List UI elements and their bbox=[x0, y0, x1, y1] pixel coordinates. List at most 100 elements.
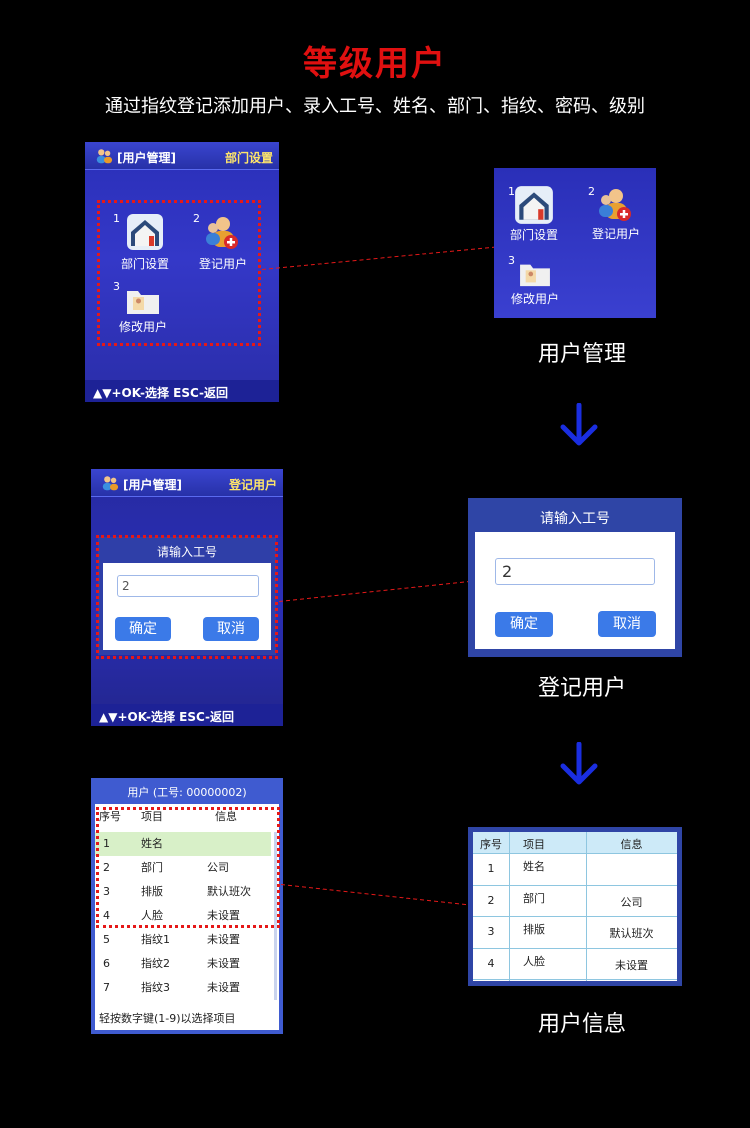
users-icon bbox=[96, 149, 113, 164]
row-item: 部门 bbox=[523, 891, 545, 905]
row-value: 未设置 bbox=[207, 957, 240, 970]
folder-icon bbox=[127, 291, 159, 314]
cancel-button[interactable]: 取消 bbox=[598, 611, 656, 637]
caption-user-management: 用户管理 bbox=[537, 342, 626, 367]
page-subtitle: 通过指纹登记添加用户、录入工号、姓名、部门、指纹、密码、级别 bbox=[105, 96, 645, 117]
row-item: 指纹3 bbox=[141, 981, 170, 994]
column-divider bbox=[586, 832, 587, 981]
house-icon bbox=[127, 214, 163, 250]
header-current-item: 部门设置 bbox=[224, 151, 273, 165]
menu-item-label: 修改用户 bbox=[510, 292, 559, 306]
row-number: 3 bbox=[103, 885, 110, 898]
menu-item-department-settings[interactable]: 部门设置 bbox=[115, 212, 175, 272]
screen-footer-hint: ▲▼+OK-选择 ESC-返回 bbox=[85, 380, 279, 402]
highlight-frame bbox=[96, 807, 280, 928]
employee-id-dialog: 请输入工号 2 确定 取消 bbox=[98, 537, 276, 655]
scrollbar[interactable] bbox=[274, 832, 277, 1000]
column-divider bbox=[509, 832, 510, 981]
column-header: 序号 bbox=[480, 838, 502, 851]
table-row[interactable]: 1 姓名 bbox=[473, 854, 677, 886]
caption-register-user: 登记用户 bbox=[537, 676, 626, 701]
table-row[interactable]: 2 部门 公司 bbox=[95, 856, 271, 880]
row-value: 未设置 bbox=[207, 981, 240, 994]
item-number: 3 bbox=[113, 280, 120, 293]
row-value: 公司 bbox=[207, 861, 229, 874]
menu-item-department-settings[interactable]: 部门设置 bbox=[506, 184, 562, 243]
row-item: 指纹1 bbox=[141, 933, 170, 946]
cancel-button[interactable]: 取消 bbox=[203, 617, 259, 641]
connector-line bbox=[278, 578, 491, 602]
item-number: 1 bbox=[508, 185, 515, 198]
menu-item-label: 登记用户 bbox=[198, 257, 247, 271]
down-arrow-icon bbox=[560, 403, 598, 446]
row-number: 6 bbox=[103, 957, 110, 970]
employee-id-input[interactable]: 2 bbox=[495, 558, 655, 585]
menu-item-label: 修改用户 bbox=[118, 320, 167, 334]
row-item: 排版 bbox=[523, 923, 545, 936]
menu-item-register-user[interactable]: 登记用户 bbox=[193, 212, 253, 272]
menu-item-label: 部门设置 bbox=[509, 228, 558, 242]
table-row[interactable]: 5 指纹1 未设置 bbox=[95, 928, 271, 952]
connector-line bbox=[280, 884, 470, 906]
row-number: 2 bbox=[103, 861, 110, 874]
folder-icon bbox=[520, 264, 550, 287]
row-item: 人脸 bbox=[141, 909, 163, 922]
confirm-button[interactable]: 确定 bbox=[115, 617, 171, 641]
add-user-icon bbox=[206, 217, 238, 249]
row-value: 未设置 bbox=[207, 933, 240, 946]
row-value: 未设置 bbox=[615, 958, 648, 972]
row-number: 4 bbox=[487, 956, 495, 970]
caption-user-info: 用户信息 bbox=[537, 1012, 626, 1037]
footer-hint: 轻按数字键(1-9)以选择项目 bbox=[99, 1012, 236, 1025]
column-header: 信息 bbox=[620, 838, 643, 851]
row-item: 部门 bbox=[141, 861, 163, 874]
screen-footer-hint: ▲▼+OK-选择 ESC-返回 bbox=[91, 704, 283, 726]
row-number: 5 bbox=[103, 933, 110, 946]
item-number: 2 bbox=[588, 185, 595, 198]
item-number: 2 bbox=[193, 212, 200, 225]
row-value: 未设置 bbox=[207, 909, 240, 922]
screen-header: [用户管理] 部门设置 bbox=[85, 142, 279, 170]
header-current-item: 登记用户 bbox=[228, 478, 277, 492]
highlight-frame bbox=[97, 200, 261, 346]
screen-header: [用户管理] 登记用户 bbox=[91, 469, 283, 497]
menu-item-label: 登记用户 bbox=[591, 227, 640, 241]
menu-item-modify-user[interactable]: 修改用户 bbox=[504, 260, 566, 307]
table-header: 序号 项目 信息 bbox=[95, 808, 279, 824]
dialog-body: 2 确定 取消 bbox=[475, 532, 675, 649]
row-item: 姓名 bbox=[141, 837, 163, 850]
menu-item-modify-user[interactable]: 修改用户 bbox=[107, 286, 179, 335]
screen-header: 用户 (工号: 00000002) bbox=[127, 786, 247, 799]
dialog-title: 请输入工号 bbox=[540, 511, 610, 527]
row-number: 2 bbox=[487, 893, 495, 907]
employee-id-input[interactable]: 2 bbox=[117, 575, 259, 597]
highlight-frame bbox=[96, 535, 278, 659]
item-number: 1 bbox=[113, 212, 120, 225]
header-title: [用户管理] bbox=[123, 478, 182, 492]
zoom-employee-id-dialog: 请输入工号 2 确定 取消 bbox=[468, 498, 682, 657]
connector-line bbox=[261, 246, 495, 270]
device-screen-register-user: [用户管理] 登记用户 请输入工号 2 确定 取消 ▲▼+OK-选择 ESC-返… bbox=[91, 469, 283, 726]
menu-item-label: 部门设置 bbox=[120, 257, 169, 271]
menu-item-register-user[interactable]: 登记用户 bbox=[586, 184, 646, 242]
row-item: 姓名 bbox=[523, 860, 545, 873]
confirm-button[interactable]: 确定 bbox=[495, 612, 553, 637]
table-header: 序号项目信息 bbox=[473, 832, 677, 854]
users-icon bbox=[102, 476, 119, 491]
item-number: 3 bbox=[508, 254, 515, 267]
row-number: 1 bbox=[487, 862, 495, 875]
zoom-user-management: 1 部门设置 2 登记用户 3 修改用户 bbox=[494, 168, 656, 318]
column-header: 信息 bbox=[215, 810, 237, 823]
row-value: 默认班次 bbox=[207, 885, 251, 898]
column-header: 项目 bbox=[141, 810, 163, 823]
